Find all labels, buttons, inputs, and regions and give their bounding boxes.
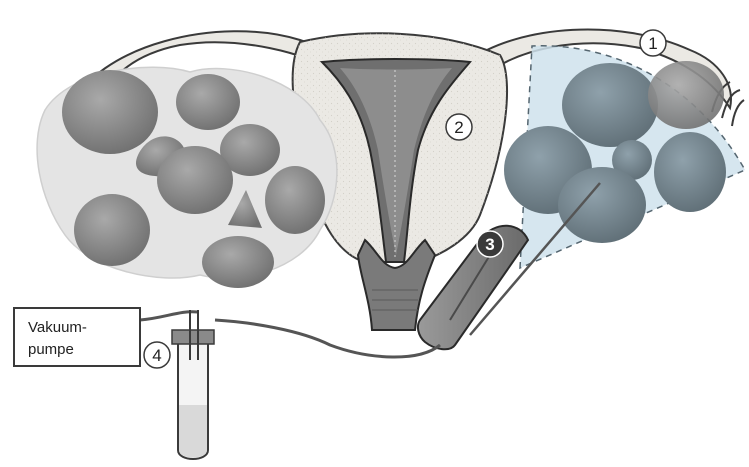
- left-ovary: [37, 67, 337, 288]
- right-ovary: [504, 46, 745, 268]
- vacuum-pump-label-line2: pumpe: [28, 341, 74, 358]
- svg-text:2: 2: [454, 118, 463, 137]
- marker-3: 3: [477, 231, 503, 257]
- follicle: [648, 61, 724, 129]
- svg-text:3: 3: [485, 235, 494, 254]
- vacuum-pump-label-line1: Vakuum-: [28, 319, 87, 336]
- follicle: [176, 74, 240, 130]
- collection-tube: [172, 310, 214, 459]
- tube-stopper: [172, 330, 214, 344]
- marker-2: 2: [446, 114, 472, 140]
- follicle: [157, 146, 233, 214]
- follicle: [558, 167, 646, 243]
- marker-1: 1: [640, 30, 666, 56]
- marker-4: 4: [144, 342, 170, 368]
- follicle: [265, 166, 325, 234]
- follicle: [62, 70, 158, 154]
- follicle: [654, 132, 726, 212]
- svg-text:4: 4: [152, 346, 161, 365]
- follicle: [562, 63, 658, 147]
- follicle: [202, 236, 274, 288]
- follicle: [74, 194, 150, 266]
- vacuum-pump-box: Vakuum- pumpe: [14, 308, 140, 366]
- svg-text:1: 1: [648, 34, 657, 53]
